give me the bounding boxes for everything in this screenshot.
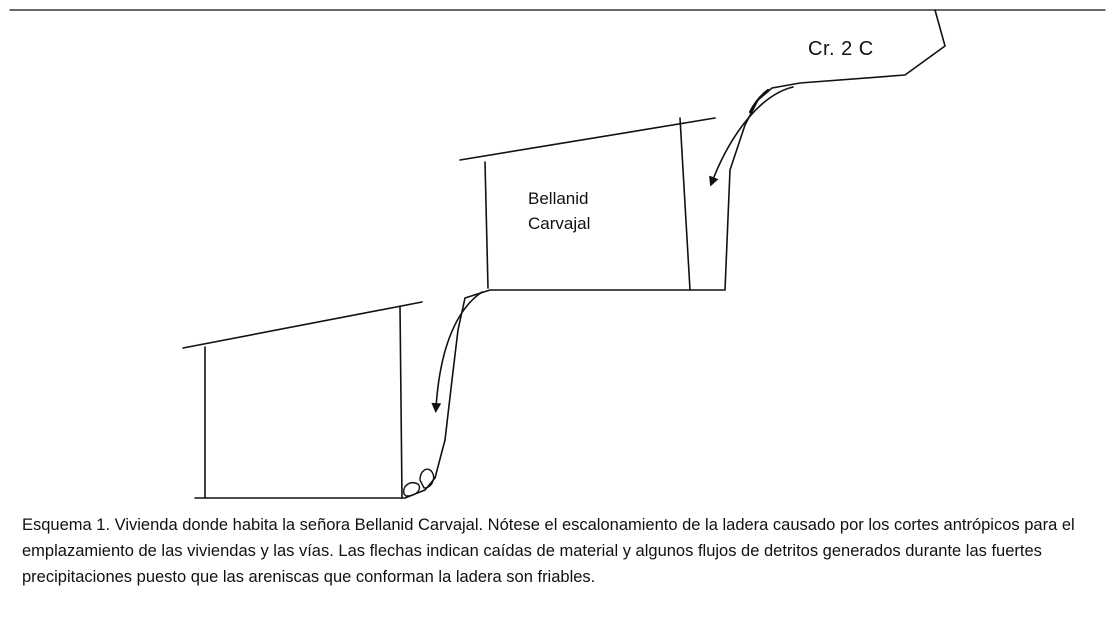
slope-sketch: Cr. 2 C Bellanid Carvajal — [9, 9, 1106, 504]
house-label-line1: Bellanid — [528, 189, 589, 208]
lower-house-roof — [182, 301, 423, 349]
upper-fall-arrow — [709, 86, 794, 187]
upper-house-roof — [459, 117, 716, 161]
figure-caption: Esquema 1. Vivienda donde habita la seño… — [22, 516, 1075, 586]
road-label: Cr. 2 C — [808, 38, 874, 60]
rock-2 — [419, 468, 435, 489]
house-label: Bellanid Carvajal — [528, 186, 590, 236]
house-label-line2: Carvajal — [528, 214, 591, 233]
terrain-profile — [194, 9, 946, 499]
lower-house-right-wall — [399, 305, 403, 499]
upper-house-right-wall — [679, 117, 691, 291]
upper-house-left-wall — [484, 161, 489, 289]
slope-drawing — [9, 9, 1106, 504]
lower-fall-arrow — [431, 291, 483, 413]
rock-1 — [403, 482, 421, 497]
upper-debris — [748, 88, 770, 114]
